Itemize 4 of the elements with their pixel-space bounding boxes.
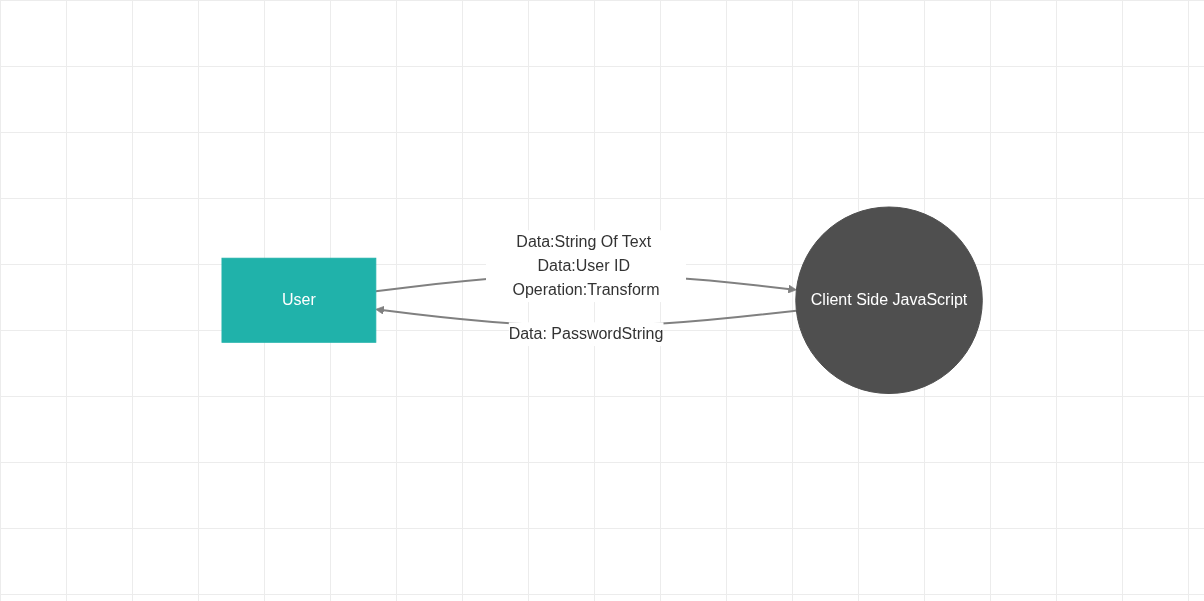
edge-label: Data:String Of Text Data:User ID Operation:Transform xyxy=(512,233,660,299)
node-box: User xyxy=(221,258,377,343)
node-circle: Client Side JavaScript xyxy=(795,206,983,395)
edge-label: Data: PasswordString xyxy=(508,325,664,343)
